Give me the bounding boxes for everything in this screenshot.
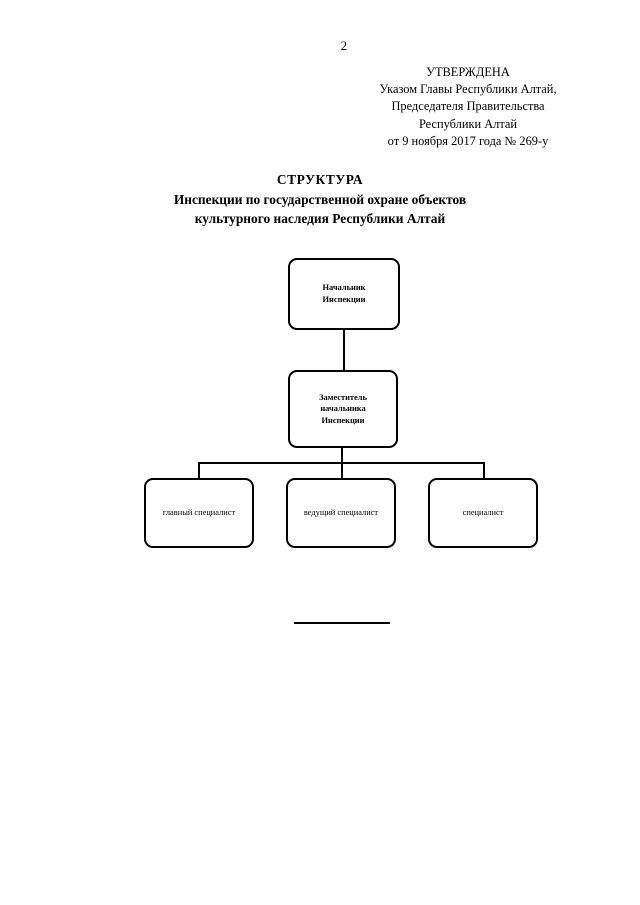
connector-drop-right — [483, 462, 485, 479]
document-title: СТРУКТУРА Инспекции по государственной о… — [60, 170, 580, 229]
connector-horizontal-bus — [198, 462, 485, 464]
connector-drop-middle — [341, 462, 343, 479]
document-title-line-3: культурного наследия Республики Алтай — [194, 211, 446, 227]
org-node-chief[interactable]: Начальник Инспекции — [288, 258, 400, 330]
org-node-deputy-label: Заместитель начальника Инспекции — [319, 392, 367, 425]
org-node-deputy[interactable]: Заместитель начальника Инспекции — [288, 370, 398, 448]
org-node-specialist-label: специалист — [462, 508, 504, 518]
footer-divider-rule — [294, 622, 390, 624]
document-title-line-1: СТРУКТУРА — [276, 172, 364, 187]
org-node-specialist[interactable]: специалист — [428, 478, 538, 548]
org-node-leading-specialist[interactable]: ведущий специалист — [286, 478, 396, 548]
approval-line-5: от 9 ноября 2017 года № 269-у — [387, 133, 549, 148]
document-title-line-2: Инспекции по государственной охране объе… — [173, 191, 467, 207]
org-node-chief-specialist[interactable]: главный специалист — [144, 478, 254, 548]
connector-deputy-stem — [341, 448, 343, 464]
org-node-chief-label: Начальник Инспекции — [322, 283, 366, 304]
page-number: 2 — [340, 38, 348, 53]
approval-block: УТВЕРЖДЕНА Указом Главы Республики Алтай… — [360, 64, 576, 150]
approval-line-3: Председателя Правительства — [391, 99, 545, 114]
approval-line-1: УТВЕРЖДЕНА — [426, 65, 510, 79]
org-node-chief-specialist-label: главный специалист — [162, 508, 236, 518]
connector-chief-to-deputy — [343, 330, 345, 370]
approval-line-2: Указом Главы Республики Алтай, — [379, 82, 557, 97]
connector-drop-left — [198, 462, 200, 479]
org-node-leading-specialist-label: ведущий специалист — [303, 508, 379, 518]
approval-line-4: Республики Алтай — [418, 116, 518, 131]
